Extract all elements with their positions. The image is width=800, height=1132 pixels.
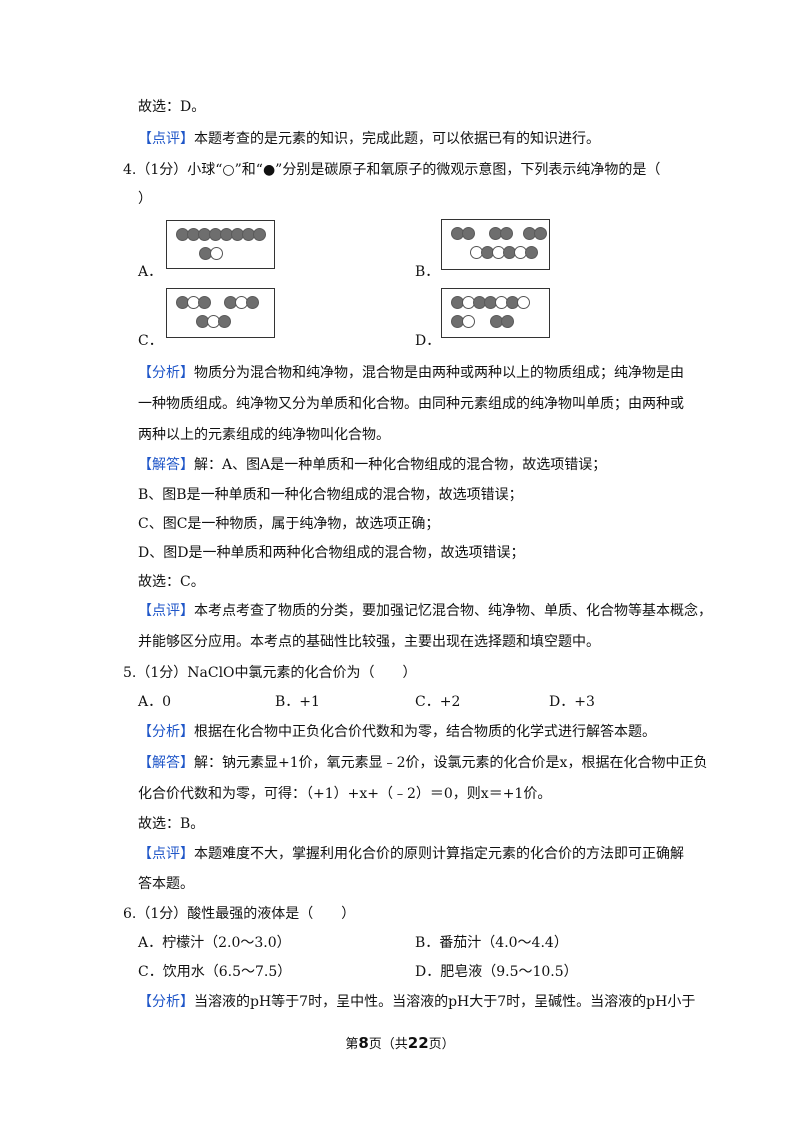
- question-6: 6.（1分）酸性最强的液体是（ ）: [123, 906, 356, 922]
- comment-line: 并能够区分应用。本考点的基础性比较强，主要出现在选择题和填空题中。: [138, 634, 600, 650]
- solution-line: C、图C是一种物质，属于纯净物，故选项正确；: [138, 516, 440, 532]
- analysis-line: 【分析】当溶液的pH等于7时，呈中性。当溶液的pH大于7时，呈碱性。当溶液的pH…: [138, 994, 696, 1010]
- option-b: B．番茄汁（4.0～4.4）: [415, 935, 568, 951]
- comment-line: 【点评】本题考查的是元素的知识，完成此题，可以依据已有的知识进行。: [138, 131, 600, 147]
- comment-tag: 【点评】: [138, 603, 194, 619]
- page-number: 8: [358, 1034, 369, 1052]
- option-c: C．+2: [415, 694, 461, 710]
- analysis-line: 一种物质组成。纯净物又分为单质和化合物。由同种元素组成的纯净物叫单质；由两种或: [138, 396, 684, 412]
- option-d: D．+3: [549, 694, 595, 710]
- answer-line: 故选：D。: [138, 99, 206, 115]
- option-a-diagram: [166, 220, 275, 269]
- analysis-tag: 【分析】: [138, 724, 194, 740]
- option-d-label: D．: [415, 333, 441, 349]
- carbon-atom: [462, 315, 475, 328]
- oxygen-atom: [246, 296, 259, 309]
- question-5: 5.（1分）NaClO中氯元素的化合价为（ ）: [123, 665, 417, 681]
- comment-line: 答本题。: [138, 876, 194, 892]
- answer-line: 故选：C。: [138, 574, 205, 590]
- comment-tag: 【点评】: [138, 131, 194, 147]
- oxygen-atom: [534, 227, 547, 240]
- question-4: 4.（1分）小球“○”和“●”分别是碳原子和氧原子的微观示意图，下列表示纯净物的…: [123, 162, 661, 178]
- option-b-diagram: [441, 219, 550, 270]
- question-4-close: ）: [138, 191, 152, 207]
- oxygen-atom: [218, 315, 231, 328]
- comment-line: 【点评】本考点考查了物质的分类，要加强记忆混合物、纯净物、单质、化合物等基本概念…: [138, 603, 712, 619]
- solution-line: 化合价代数和为零，可得：（+1）+x+（﹣2）＝0，则x＝+1价。: [138, 786, 552, 802]
- page-footer: 第8页（共22页）: [345, 1034, 455, 1052]
- option-a: A．0: [138, 694, 172, 710]
- carbon-atom: [210, 247, 223, 260]
- oxygen-atom: [525, 246, 538, 259]
- solution-tag: 【解答】: [138, 755, 194, 771]
- analysis-tag: 【分析】: [138, 994, 194, 1010]
- solution-line: B、图B是一种单质和一种化合物组成的混合物，故选项错误；: [138, 487, 523, 503]
- solution-tag: 【解答】: [138, 457, 194, 473]
- option-b-label: B．: [415, 264, 440, 280]
- page-total: 22: [407, 1034, 429, 1052]
- option-a-label: A．: [138, 264, 163, 280]
- option-c-diagram: [166, 288, 275, 338]
- comment-tag: 【点评】: [138, 846, 194, 862]
- option-d-diagram: [441, 288, 550, 338]
- analysis-line: 【分析】根据在化合物中正负化合价代数和为零，结合物质的化学式进行解答本题。: [138, 724, 656, 740]
- oxygen-atom: [501, 315, 514, 328]
- solution-line: 【解答】解：钠元素显+1价，氧元素显﹣2价，设氯元素的化合价是x，根据在化合物中…: [138, 755, 708, 771]
- solution-line: D、图D是一种单质和两种化合物组成的混合物，故选项错误；: [138, 545, 525, 561]
- carbon-atom: [517, 296, 530, 309]
- option-c-label: C．: [138, 333, 163, 349]
- analysis-line: 两种以上的元素组成的纯净物叫化合物。: [138, 427, 390, 443]
- option-c: C．饮用水（6.5～7.5）: [138, 964, 292, 980]
- solution-line: 【解答】解：A、图A是一种单质和一种化合物组成的混合物，故选项错误；: [138, 457, 607, 473]
- analysis-line: 【分析】物质分为混合物和纯净物，混合物是由两种或两种以上的物质组成；纯净物是由: [138, 365, 684, 381]
- oxygen-atom: [500, 227, 513, 240]
- oxygen-atom: [462, 227, 475, 240]
- answer-line: 故选：B。: [138, 816, 205, 832]
- analysis-tag: 【分析】: [138, 365, 194, 381]
- oxygen-atom: [198, 296, 211, 309]
- comment-line: 【点评】本题难度不大，掌握利用化合价的原则计算指定元素的化合价的方法即可正确解: [138, 846, 684, 862]
- option-a: A．柠檬汁（2.0～3.0）: [138, 935, 291, 951]
- option-d: D．肥皂液（9.5～10.5）: [415, 964, 578, 980]
- oxygen-atom: [253, 228, 266, 241]
- option-b: B．+1: [275, 694, 320, 710]
